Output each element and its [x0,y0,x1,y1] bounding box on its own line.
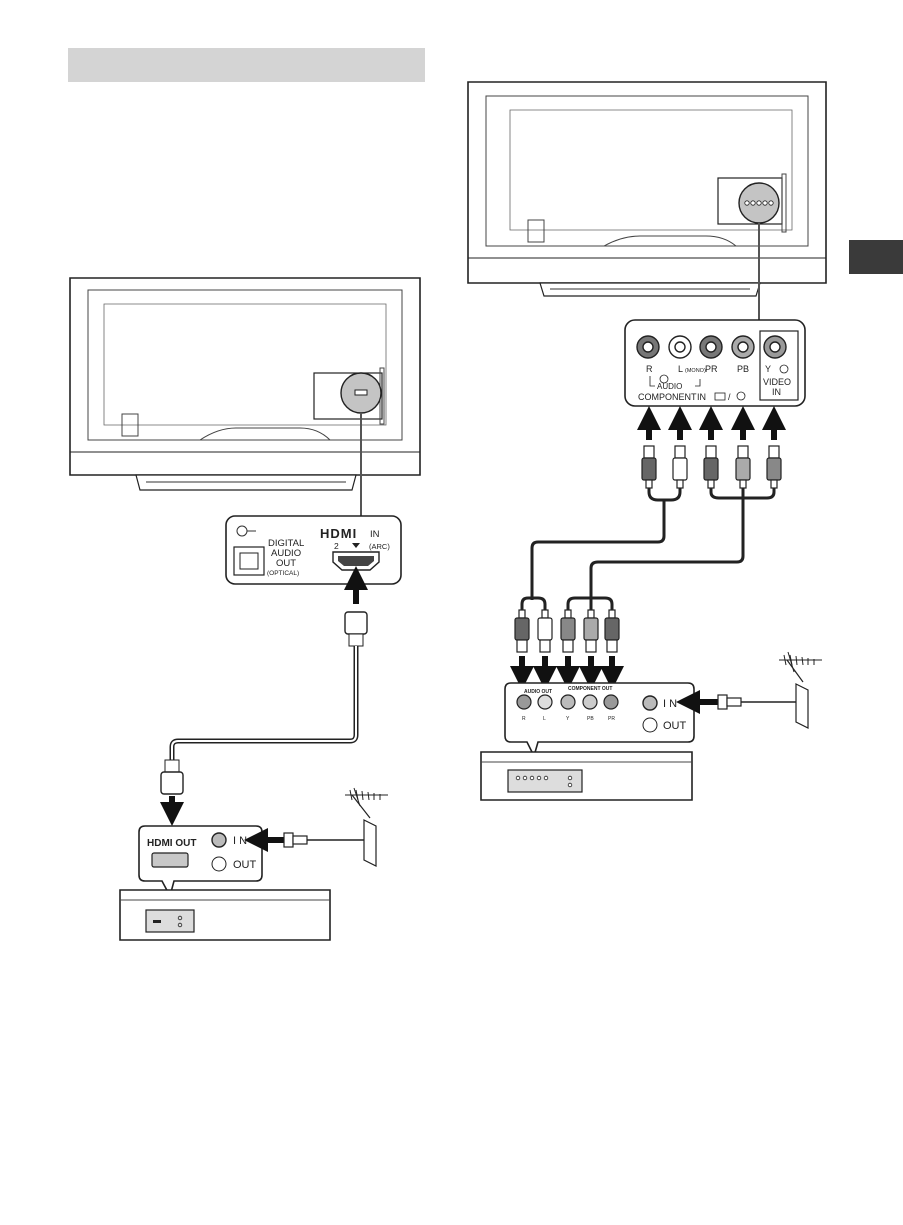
optical-label: (OPTICAL) [267,570,299,577]
hdmi-plug-top [345,612,367,634]
jack-pb-label: PB [587,716,594,722]
hdmi-in-label: IN [370,529,380,540]
coax-plug-b [718,695,727,709]
audio-label: AUDIO [657,382,682,391]
antenna-b [688,652,822,728]
tv-right [468,82,826,320]
front-panel-b [508,770,582,792]
coax-plug [284,833,293,847]
antenna-in-jack [212,833,226,847]
tv-hdmi-panel: DIGITAL AUDIO OUT (OPTICAL) HDMI IN 2 (A… [226,516,401,584]
hdmi-cable [161,578,367,814]
box-a-device [120,890,330,940]
box-a-callout: HDMI OUT I N OUT [139,826,262,896]
downward-arrows [522,656,612,678]
upper-rca-plugs [642,446,781,488]
antenna-in-jack-b [643,696,657,710]
mono-label: (MONO) [685,368,706,374]
audio-out-label: AUDIO OUT [524,689,552,695]
jack-pr-label: PR [608,716,615,722]
hdmi-out-port [152,853,188,867]
component-cables [522,488,774,610]
antenna-out-label: OUT [233,859,257,871]
lower-rca-plugs [515,610,619,652]
wall-outlet-b [796,684,808,728]
pb-label: PB [737,364,749,374]
antenna-a [256,788,388,866]
video-label: VIDEO [763,377,791,387]
box-b-callout: AUDIO OUT COMPONENT OUT R L Y PB PR I N … [505,683,694,756]
port-number-label: 2 [334,541,339,551]
hdmi-out-label: HDMI OUT [147,838,196,849]
tv-left [70,278,420,516]
video-in-label: IN [772,387,781,397]
box-b-device [481,752,692,800]
hdmi-logo: HDMI [320,526,357,541]
component-in-label: IN [697,392,706,402]
tv-component-panel: R L (MONO) PR PB Y AUDIO COMPONENT IN / … [625,320,805,406]
component-out-label: COMPONENT OUT [568,686,612,692]
antenna-in-label: I N [233,835,247,847]
arc-label: (ARC) [369,542,390,551]
audio-r-label: R [646,364,653,374]
y-label: Y [765,364,771,374]
antenna-out-label-b: OUT [663,720,687,732]
antenna-in-label-b: I N [663,698,677,710]
wall-outlet [364,820,376,866]
jack-r-label: R [522,716,526,722]
component-label: COMPONENT [638,392,697,402]
antenna-out-jack [212,857,226,871]
pr-label: PR [705,364,718,374]
jack-l-label: L [543,716,546,722]
audio-l-label: L [678,364,683,374]
out-label: OUT [276,558,296,569]
upward-arrows [649,418,774,440]
hdmi-plug-bottom [161,772,183,794]
antenna-out-jack-b [643,718,657,732]
